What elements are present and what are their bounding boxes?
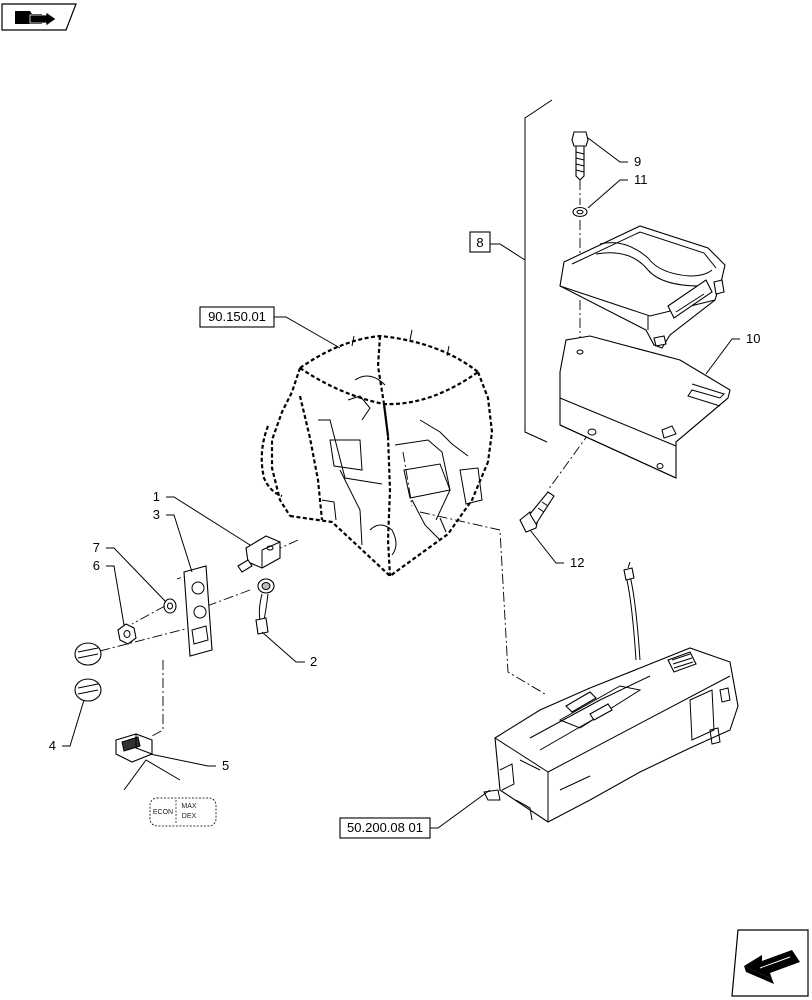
next-page-arrow-icon[interactable] <box>731 929 809 997</box>
cab-frame <box>260 329 494 578</box>
callout-8: 8 <box>476 235 483 250</box>
callout-11[interactable]: 11 <box>634 172 648 187</box>
callout-1[interactable]: 1 <box>153 489 160 504</box>
item-box-8[interactable]: 8 <box>469 231 491 253</box>
assembly-bracket <box>524 99 553 443</box>
ref-label-cab: 90.150.01 <box>208 309 266 324</box>
flip-book-nav-icon[interactable] <box>1 3 77 31</box>
callout-6[interactable]: 6 <box>93 558 100 573</box>
control-module <box>559 225 726 349</box>
bolt-12 <box>519 491 555 533</box>
leader-lines <box>62 137 740 791</box>
decal-dex: DEX <box>182 813 197 820</box>
callout-10[interactable]: 10 <box>746 331 760 346</box>
switch-1 <box>237 535 281 573</box>
callout-9[interactable]: 9 <box>634 154 641 169</box>
console-unit <box>483 561 739 823</box>
leader-ref-console <box>430 789 491 829</box>
knob-4-upper <box>74 642 102 666</box>
rocker-switch-5 <box>115 733 153 763</box>
panel-3 <box>183 565 213 657</box>
switch-decal: ECON MAX DEX <box>149 797 217 827</box>
ref-box-cab[interactable]: 90.150.01 <box>199 306 275 328</box>
washer-11 <box>572 206 588 218</box>
callout-2[interactable]: 2 <box>310 654 317 669</box>
decal-econ: ECON <box>153 809 173 816</box>
callout-3[interactable]: 3 <box>153 507 160 522</box>
bolt-9 <box>571 131 589 181</box>
ref-box-console[interactable]: 50.200.08 01 <box>339 817 431 839</box>
washer-7 <box>163 598 177 614</box>
decal-max: MAX <box>181 803 197 810</box>
connector-2 <box>255 578 275 635</box>
callout-5[interactable]: 5 <box>222 758 229 773</box>
center-lines <box>87 180 591 737</box>
mounting-bracket-10 <box>559 335 731 479</box>
callout-12[interactable]: 12 <box>570 555 584 570</box>
ref-label-console: 50.200.08 01 <box>347 820 423 835</box>
nut-6 <box>117 623 137 645</box>
knob-4-lower <box>74 678 102 702</box>
callout-7[interactable]: 7 <box>93 540 100 555</box>
leader-ref-cab <box>274 316 341 349</box>
callout-4[interactable]: 4 <box>49 738 56 753</box>
